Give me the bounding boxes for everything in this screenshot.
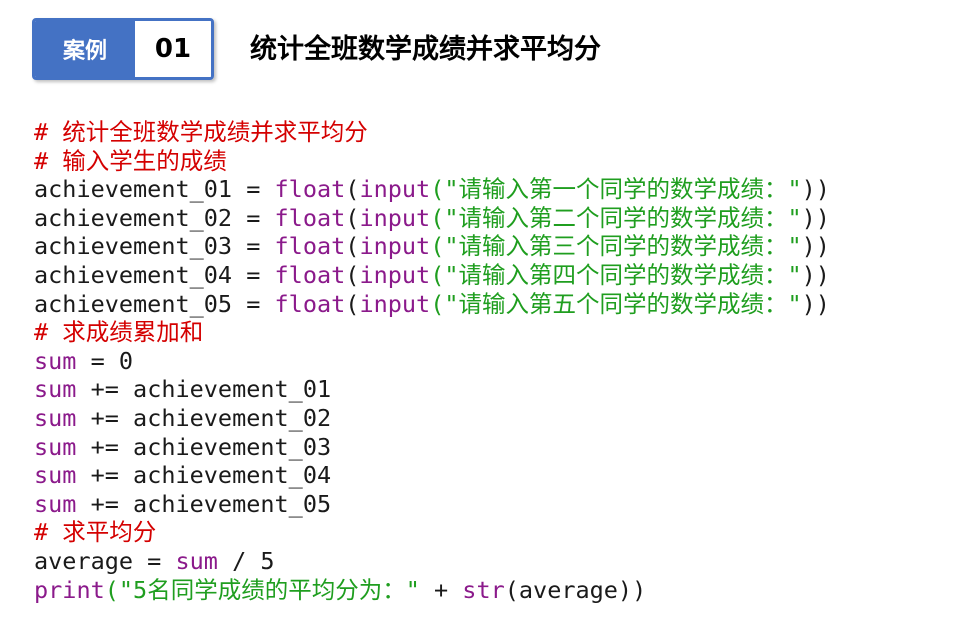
code-token: += achievement_05: [76, 489, 332, 518]
code-token: (: [345, 203, 360, 232]
code-token: += achievement_01: [76, 375, 332, 404]
code-token: achievement_02 =: [34, 203, 275, 232]
code-line: print("5名同学成绩的平均分为：" + str(average)): [34, 576, 830, 605]
code-token: float: [274, 260, 346, 289]
code-token: ("请输入第一个同学的数学成绩：": [430, 175, 802, 204]
code-token: (average)): [504, 575, 647, 604]
code-token: input: [359, 260, 431, 289]
page-title: 统计全班数学成绩并求平均分: [250, 34, 601, 65]
code-line: sum += achievement_02: [34, 404, 830, 433]
code-token: = 0: [76, 346, 134, 375]
code-line: # 输入学生的成绩: [34, 147, 830, 176]
code-token: input: [359, 289, 431, 318]
code-token: # 输入学生的成绩: [34, 146, 227, 175]
code-token: += achievement_04: [76, 461, 332, 490]
code-line: achievement_02 = float(input("请输入第二个同学的数…: [34, 204, 830, 233]
code-token: print: [34, 575, 105, 604]
code-token: sum: [34, 403, 77, 432]
code-token: input: [359, 203, 431, 232]
code-token: # 统计全班数学成绩并求平均分: [34, 118, 368, 146]
code-token: sum: [34, 489, 77, 518]
code-token: achievement_01 =: [34, 175, 275, 204]
code-token: (: [345, 175, 360, 204]
code-token: achievement_05 =: [34, 289, 275, 318]
code-line: # 统计全班数学成绩并求平均分: [34, 118, 830, 147]
code-token: sum: [34, 375, 77, 404]
code-token: float: [274, 289, 346, 318]
code-token: )): [801, 232, 830, 261]
code-line: sum += achievement_05: [34, 490, 830, 519]
badge-label: 案例: [35, 21, 135, 77]
code-token: ("请输入第四个同学的数学成绩：": [430, 260, 802, 289]
code-token: ("请输入第五个同学的数学成绩：": [430, 289, 802, 318]
code-line: achievement_04 = float(input("请输入第四个同学的数…: [34, 261, 830, 290]
code-token: / 5: [217, 546, 275, 575]
code-token: )): [801, 289, 830, 318]
code-token: sum: [34, 346, 77, 375]
code-token: float: [274, 203, 346, 232]
code-token: (: [345, 232, 360, 261]
code-line: achievement_05 = float(input("请输入第五个同学的数…: [34, 290, 830, 319]
code-token: ("请输入第三个同学的数学成绩：": [430, 232, 802, 261]
code-token: sum: [34, 461, 77, 490]
code-token: achievement_03 =: [34, 232, 275, 261]
code-token: # 求成绩累加和: [34, 318, 204, 347]
code-token: float: [274, 175, 346, 204]
code-token: += achievement_02: [76, 403, 332, 432]
code-token: input: [359, 232, 431, 261]
code-token: )): [801, 203, 830, 232]
code-line: achievement_01 = float(input("请输入第一个同学的数…: [34, 175, 830, 204]
code-token: += achievement_03: [76, 432, 332, 461]
code-token: +: [419, 575, 463, 604]
code-token: sum: [175, 546, 218, 575]
code-line: average = sum / 5: [34, 547, 830, 576]
code-line: achievement_03 = float(input("请输入第三个同学的数…: [34, 232, 830, 261]
code-token: average =: [34, 546, 176, 575]
code-token: ("5名同学成绩的平均分为：": [104, 575, 420, 604]
code-line: sum += achievement_01: [34, 375, 830, 404]
badge-number: 01: [135, 21, 211, 77]
code-token: )): [801, 175, 830, 204]
code-token: str: [462, 575, 505, 604]
code-line: sum = 0: [34, 347, 830, 376]
case-badge: 案例 01: [32, 18, 214, 80]
code-line: # 求成绩累加和: [34, 318, 830, 347]
code-token: )): [801, 260, 830, 289]
code-line: sum += achievement_03: [34, 433, 830, 462]
code-token: (: [345, 289, 360, 318]
code-token: achievement_04 =: [34, 260, 275, 289]
code-token: sum: [34, 432, 77, 461]
code-line: # 求平均分: [34, 518, 830, 547]
code-token: float: [274, 232, 346, 261]
code-line: sum += achievement_04: [34, 461, 830, 490]
code-token: ("请输入第二个同学的数学成绩：": [430, 203, 802, 232]
code-token: # 求平均分: [34, 518, 157, 547]
code-token: (: [345, 260, 360, 289]
code-token: input: [359, 175, 431, 204]
